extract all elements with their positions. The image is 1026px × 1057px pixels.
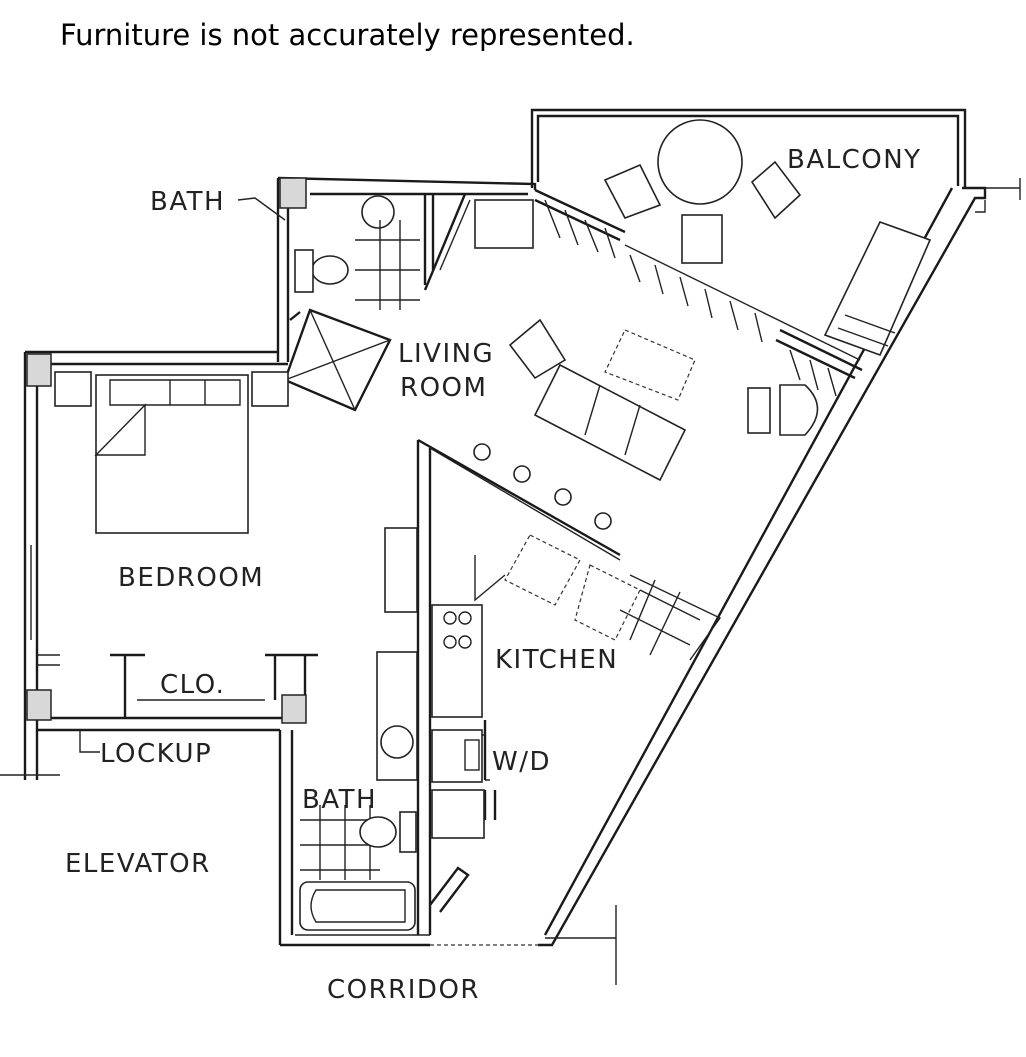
bed: [95, 374, 249, 534]
bedroom-dresser: [384, 527, 418, 613]
lower-bath-tank: [399, 811, 417, 853]
upper-bath-toilet: [311, 255, 349, 285]
kitchen-stove: [431, 604, 483, 718]
interior-walls: [37, 188, 863, 935]
living-armchair: [508, 318, 567, 380]
label-washer-dryer: W/D: [492, 747, 551, 777]
nightstand: [251, 371, 289, 407]
column-lockup-right: [281, 694, 307, 724]
label-kitchen: KITCHEN: [495, 645, 618, 675]
bar-stool: [513, 465, 531, 483]
label-balcony: BALCONY: [787, 145, 922, 175]
water-heater: [380, 725, 414, 759]
balcony-chair: [681, 214, 723, 264]
living-sofa: [533, 363, 687, 482]
label-bedroom: BEDROOM: [118, 563, 264, 593]
furniture: [54, 119, 932, 931]
label-bath-upper: BATH: [150, 187, 225, 217]
balcony-table: [657, 119, 743, 205]
structural-columns: [26, 177, 307, 724]
washer-dryer: [431, 729, 483, 783]
coffee-table: [604, 329, 696, 401]
bathtub: [299, 881, 416, 931]
label-living-room: ROOM: [400, 373, 487, 403]
bar-stool: [554, 488, 572, 506]
kitchen-sink: [504, 534, 581, 606]
kitchen-counter: [574, 564, 641, 641]
bar-stool: [594, 512, 612, 530]
lower-bath-cabinet: [431, 789, 485, 839]
balcony-chair: [603, 163, 662, 219]
room-labels: BALCONY BATH LIVING ROOM BEDROOM CLO. KI…: [65, 145, 922, 1005]
label-elevator: ELEVATOR: [65, 849, 211, 879]
column-lockup-left: [26, 689, 52, 721]
label-lockup: LOCKUP: [100, 739, 212, 769]
upper-bath-sink: [361, 195, 395, 229]
label-bath-lower: BATH: [302, 785, 377, 815]
label-corridor: CORRIDOR: [327, 975, 480, 1005]
living-side-chair: [779, 384, 819, 436]
label-living: LIVING: [398, 339, 494, 369]
lower-bath-toilet: [359, 816, 397, 848]
nightstand: [54, 371, 92, 407]
water-heater-closet: [376, 651, 418, 781]
balcony-lounger: [823, 221, 932, 357]
bar-stool: [473, 443, 491, 461]
disclaimer-note: Furniture is not accurately represented.: [60, 18, 635, 52]
label-closet: CLO.: [160, 670, 225, 700]
upper-bath-cabinet: [474, 199, 534, 249]
balcony-chair: [750, 160, 802, 220]
column-upper-bath: [279, 177, 307, 209]
upper-bath-tank: [294, 249, 314, 293]
column-bedroom: [26, 353, 52, 387]
living-side-chair: [747, 387, 771, 434]
